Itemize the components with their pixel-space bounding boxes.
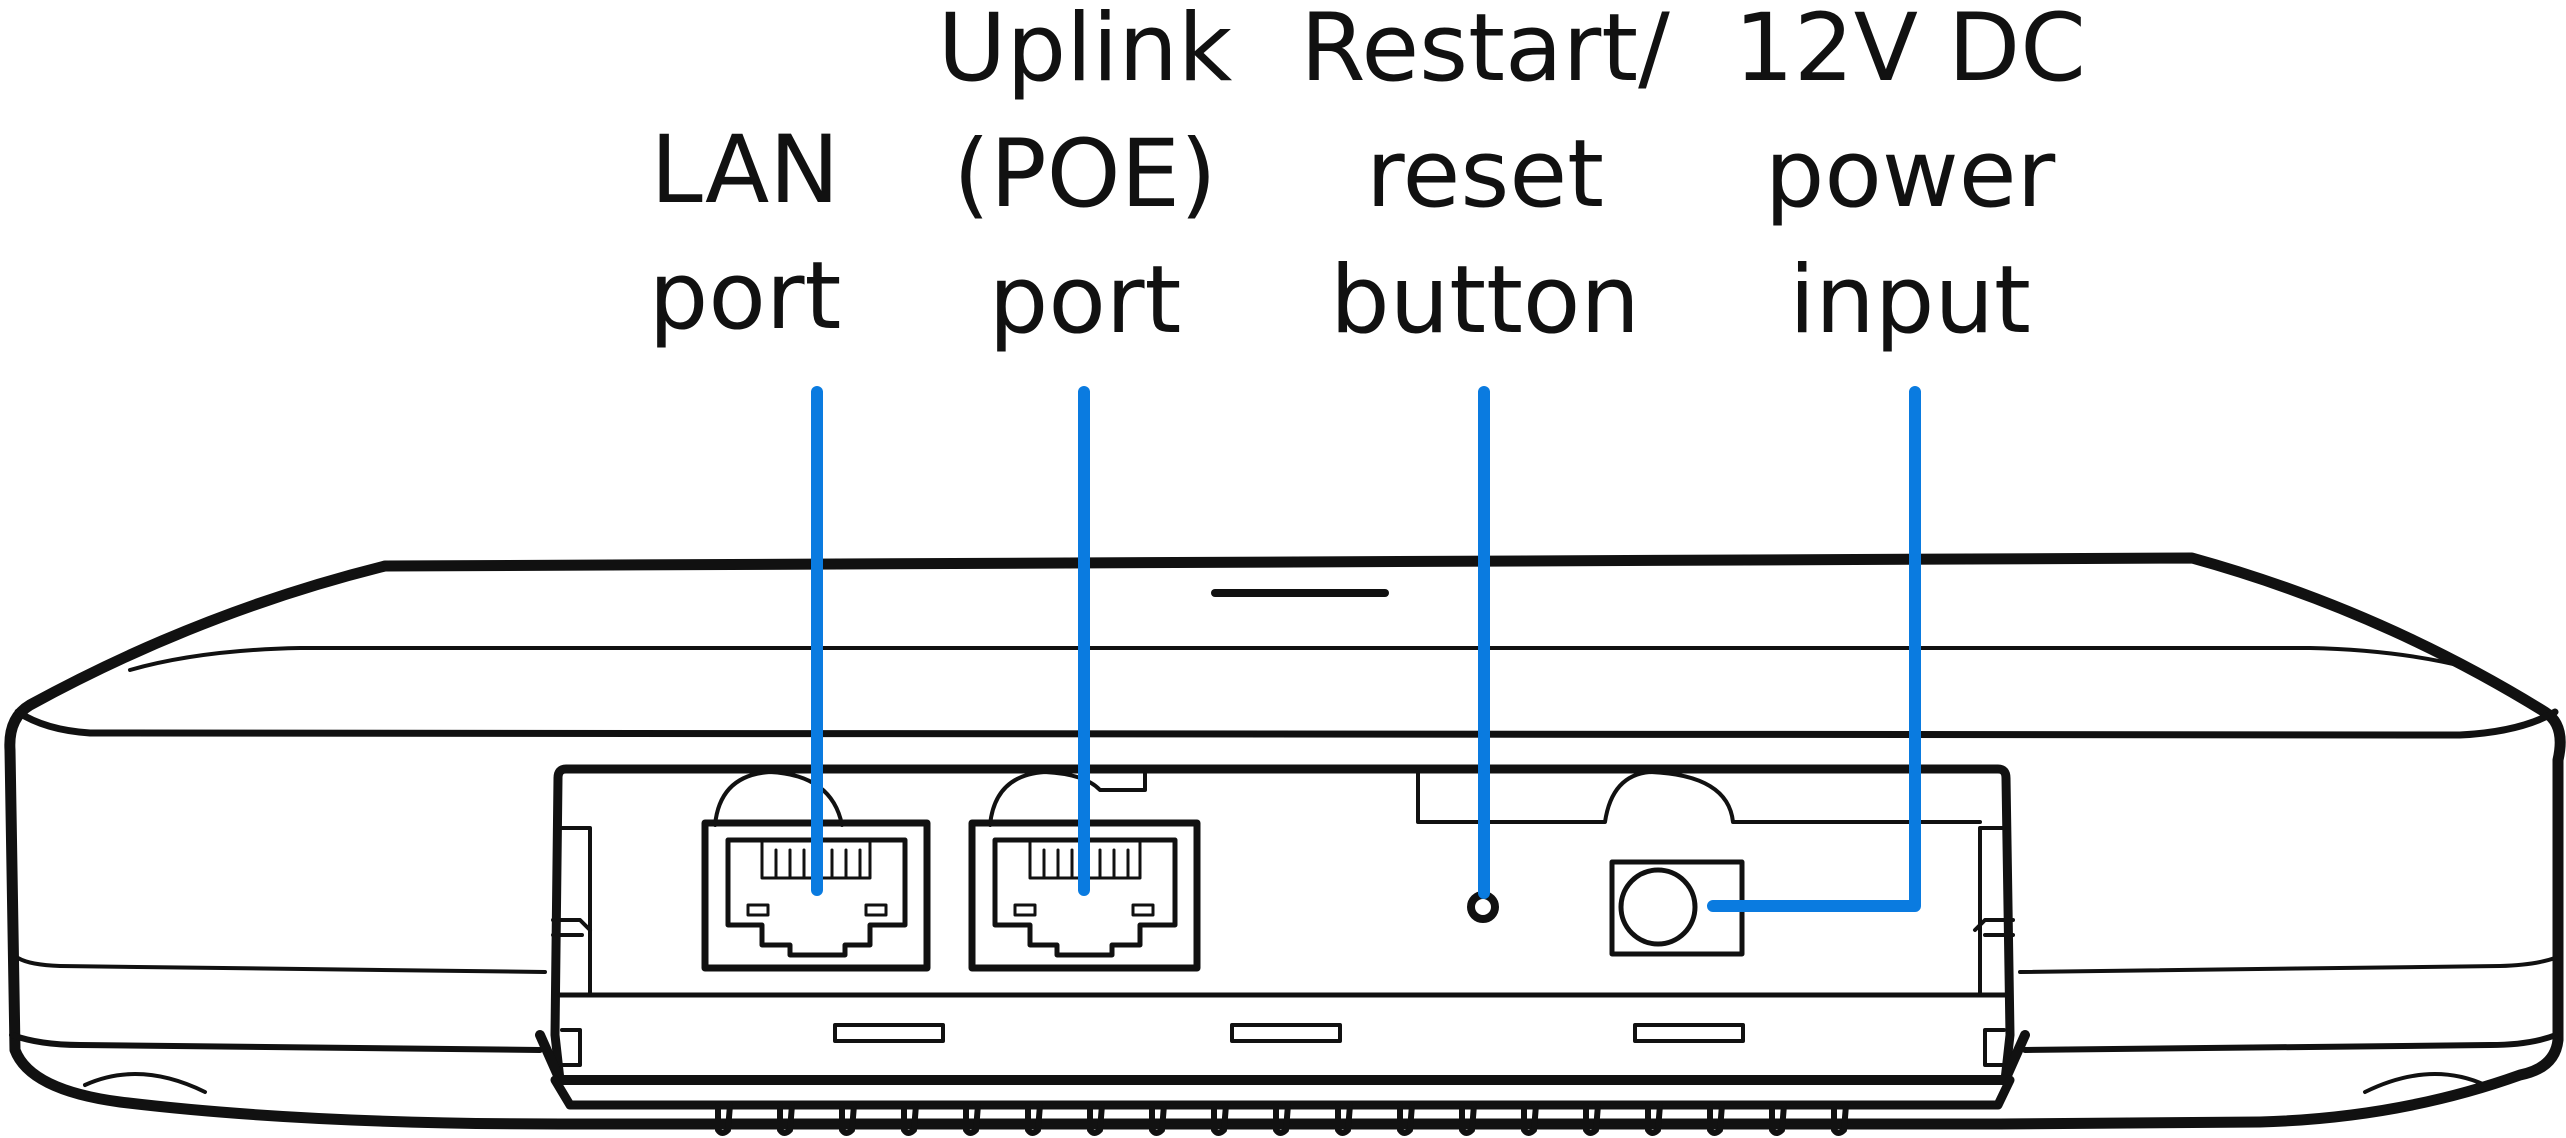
port-bay-outline	[550, 764, 2015, 1085]
lan-port-label: LAN port	[630, 108, 860, 360]
power-label-line-3: input	[1789, 246, 2031, 355]
right-side-band	[2018, 956, 2557, 974]
left-foot	[83, 1072, 207, 1094]
power-callout-line	[1707, 386, 1921, 912]
left-side-band-lower	[9, 1032, 543, 1053]
uplink-cable-clip	[988, 768, 1147, 827]
reset-button-label: Restart/ reset button	[1290, 0, 1680, 364]
power-label-line-1: 12V DC	[1734, 0, 2086, 103]
reset-label-line-2: reset	[1365, 120, 1605, 229]
lan-label-line-2: port	[648, 242, 842, 351]
uplink-label-line-3: port	[988, 246, 1182, 355]
top-surface-edge	[128, 646, 2472, 672]
right-foot	[2363, 1072, 2487, 1094]
port-bay-lip	[535, 1030, 2030, 1085]
uplink-label-line-2: (POE)	[953, 120, 1217, 229]
heatsink-fins	[715, 1102, 1849, 1136]
uplink-port-label: Uplink (POE) port	[925, 0, 1245, 364]
right-side-band-lower	[2022, 1032, 2559, 1053]
vent-slot-3	[1633, 1023, 1745, 1043]
reset-housing	[1416, 770, 1982, 824]
lan-label-line-1: LAN	[650, 116, 840, 225]
right-latch	[1973, 918, 2015, 1067]
left-latch	[551, 918, 592, 1067]
port-bay-lip-lower	[550, 1075, 2015, 1110]
vent-slot-1	[833, 1023, 945, 1043]
vent-slot-2	[1230, 1023, 1342, 1043]
reset-label-line-1: Restart/	[1300, 0, 1670, 103]
lan-cable-clip	[713, 770, 844, 827]
uplink-label-line-1: Uplink	[937, 0, 1233, 103]
left-side-band	[16, 956, 547, 974]
reset-label-line-3: button	[1329, 246, 1641, 355]
power-input-label: 12V DC power input	[1720, 0, 2100, 364]
top-bevel-line	[14, 708, 2559, 739]
power-label-line-2: power	[1764, 120, 2056, 229]
